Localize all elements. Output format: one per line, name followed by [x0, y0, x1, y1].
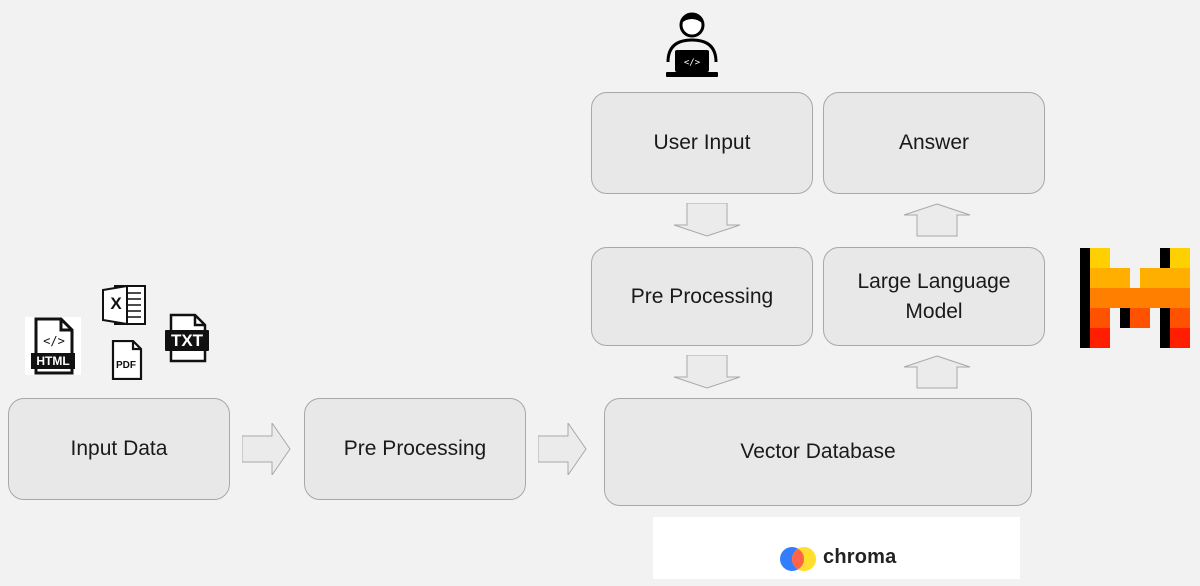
chroma-logo-icon: [780, 547, 816, 571]
input-data-box: Input Data: [8, 398, 230, 500]
llm-box: Large Language Model: [823, 247, 1045, 346]
vector-database-label: Vector Database: [740, 440, 896, 463]
user-input-box: User Input: [591, 92, 813, 194]
html-file-icon: </> HTML: [25, 317, 81, 375]
input-data-label: Input Data: [70, 437, 168, 460]
pdf-file-icon: PDF: [108, 340, 144, 380]
answer-label: Answer: [898, 131, 970, 154]
chroma-logo-text: chroma: [823, 546, 897, 568]
answer-box: Answer: [823, 92, 1045, 194]
vector-database-box: Vector Database: [604, 398, 1032, 506]
html-file-label: HTML: [36, 354, 70, 368]
excel-file-icon: X: [101, 284, 147, 326]
svg-text:</>: </>: [43, 334, 65, 348]
pre-processing-left-label: Pre Processing: [343, 437, 487, 460]
developer-user-icon: </>: [666, 12, 718, 77]
arrow-llm-to-answer: [903, 203, 971, 237]
arrow-vectordb-to-llm: [903, 355, 971, 389]
pdf-file-label: PDF: [116, 360, 136, 371]
arrow-input-to-preprocessing: [242, 423, 291, 475]
chroma-logo-panel: [653, 517, 1020, 579]
arrow-preprocessing-to-vectordb: [538, 423, 587, 475]
txt-file-label: TXT: [170, 331, 204, 350]
arrow-userinput-to-preprocessing: [673, 203, 741, 237]
llm-label: Large Language Model: [857, 269, 1011, 323]
svg-text:</>: </>: [684, 58, 701, 68]
pre-processing-right-box: Pre Processing: [591, 247, 813, 346]
arrow-preprocessing-to-vectordb-down: [673, 355, 741, 389]
pre-processing-left-box: Pre Processing: [304, 398, 526, 500]
user-input-label: User Input: [653, 131, 751, 154]
txt-file-icon: TXT: [163, 313, 211, 363]
excel-file-label: X: [110, 294, 122, 313]
pre-processing-right-label: Pre Processing: [630, 284, 774, 308]
mistral-logo-icon: [1080, 248, 1190, 348]
